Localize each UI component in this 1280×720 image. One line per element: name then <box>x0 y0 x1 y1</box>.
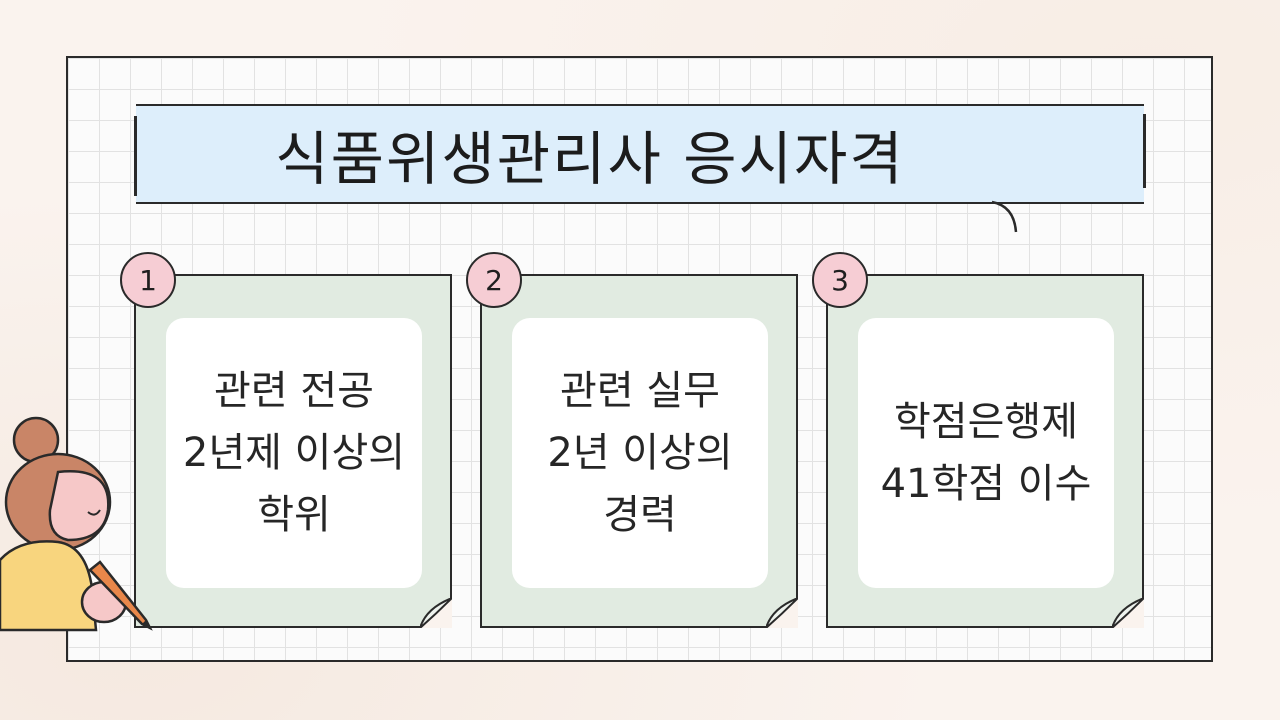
page-curl-icon <box>1112 598 1144 628</box>
card-2: 관련 실무 2년 이상의 경력 <box>480 274 798 628</box>
card-content: 관련 실무 2년 이상의 경력 <box>512 318 768 588</box>
card-1: 관련 전공 2년제 이상의 학위 <box>134 274 452 628</box>
student-with-pencil-illustration <box>0 416 153 632</box>
page-curl-icon <box>420 598 452 628</box>
card-text-line: 2년 이상의 <box>547 430 733 476</box>
page-curl-icon <box>766 598 798 628</box>
card-text-line: 41학점 이수 <box>880 461 1092 507</box>
speech-hook-icon <box>991 200 1018 233</box>
card-text-line: 2년제 이상의 <box>182 430 406 476</box>
card-content: 관련 전공 2년제 이상의 학위 <box>166 318 422 588</box>
card-3: 학점은행제 41학점 이수 <box>826 274 1144 628</box>
number-badge: 2 <box>466 252 522 308</box>
card-content: 학점은행제 41학점 이수 <box>858 318 1114 588</box>
card-text-line: 관련 전공 <box>214 368 374 414</box>
card-text-line: 학위 <box>257 492 331 538</box>
number-badge: 1 <box>120 252 176 308</box>
card-text-line: 경력 <box>603 492 677 538</box>
title-banner: 식품위생관리사 응시자격 <box>134 104 1146 204</box>
card-text-line: 관련 실무 <box>560 368 720 414</box>
number-badge: 3 <box>812 252 868 308</box>
card-text-line: 학점은행제 <box>894 399 1078 445</box>
page-title: 식품위생관리사 응시자격 <box>275 125 905 193</box>
